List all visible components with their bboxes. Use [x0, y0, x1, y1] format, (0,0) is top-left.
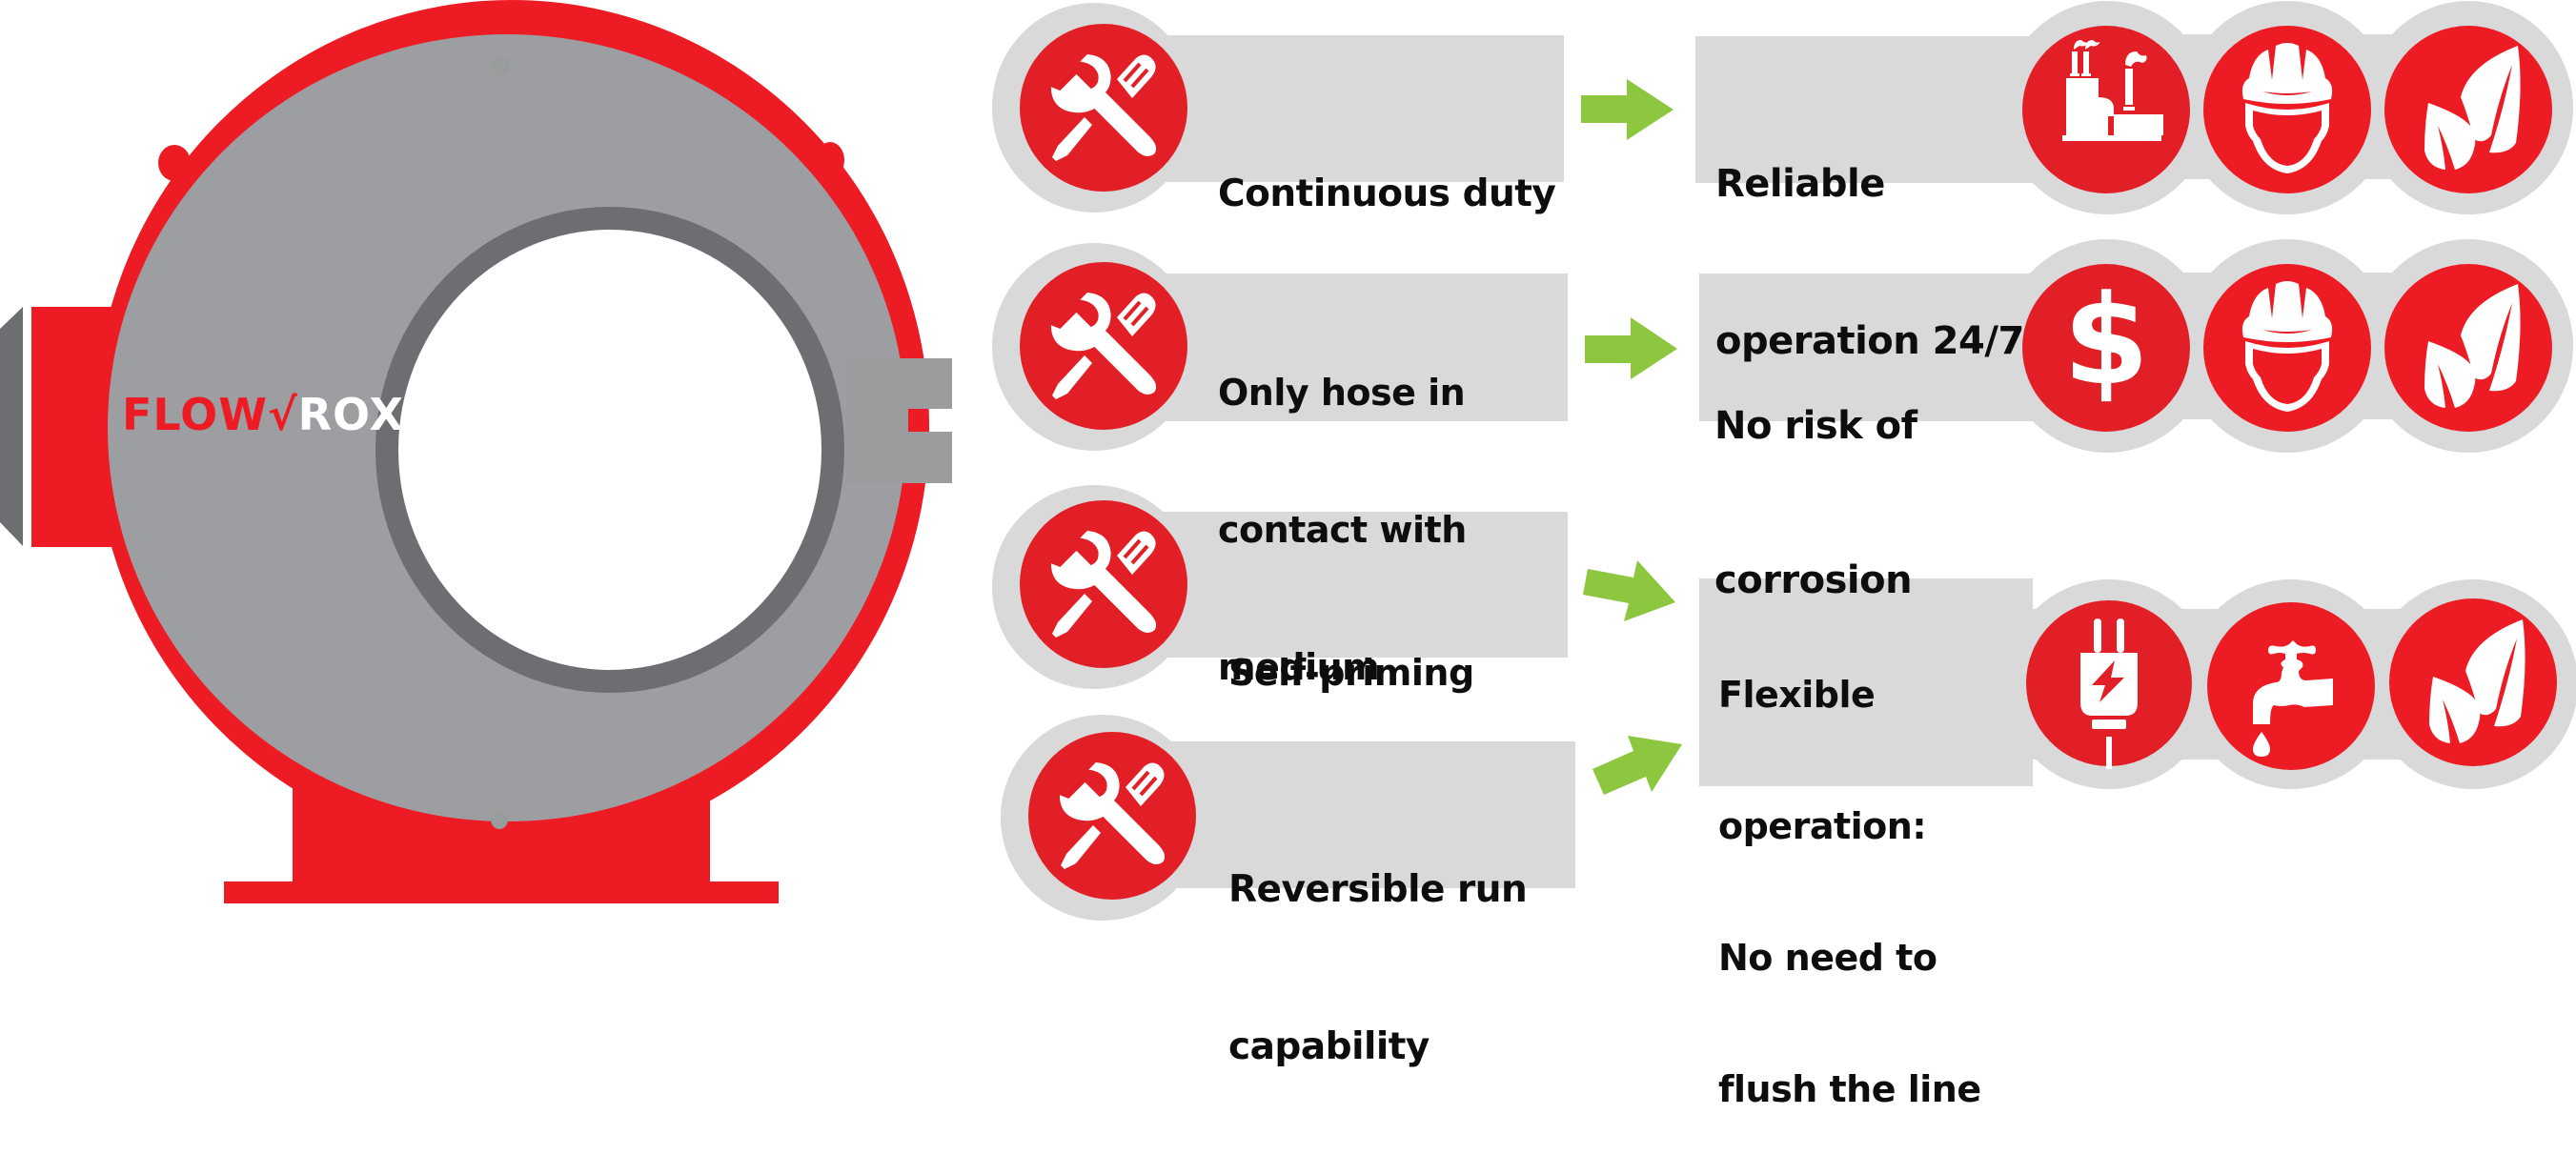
benefit-label-line: No need to: [1718, 937, 1937, 979]
benefit-label-line: Flexible: [1718, 674, 1876, 716]
feature-label-line: medium: [1218, 646, 1380, 688]
logo-part1: FLOW: [122, 389, 268, 440]
flowrox-logo: FLOW√ROX: [122, 389, 404, 440]
pump-foot: [224, 881, 779, 903]
benefit-label-line: operation 24/7: [1715, 319, 2024, 363]
benefit-label-no-corrosion: No risk of corrosion: [1714, 297, 1917, 658]
feature-label-line: Only hose in: [1218, 372, 1466, 414]
pump-flange-outer: [0, 307, 23, 546]
arrow-right-icon: [1581, 79, 1673, 140]
arrow-down-right-icon: [1583, 560, 1675, 621]
bolt-top: [493, 56, 510, 75]
pump-tab-lower: [846, 432, 952, 483]
benefit-no-corrosion: [1699, 239, 2573, 453]
logo-mark: √: [267, 389, 298, 440]
pump-tab-upper: [846, 358, 952, 409]
pump-tab-gap: [846, 409, 908, 432]
infographic-canvas: $: [0, 0, 2576, 921]
benefit-panel: [1699, 578, 2033, 786]
hose-pump-illustration: [0, 0, 952, 903]
pump-port-opening: [398, 230, 821, 670]
benefit-label-line: operation:: [1718, 805, 1927, 847]
benefit-panel: [1695, 36, 2038, 183]
arrow-right-icon: [1585, 317, 1677, 379]
benefit-label-line: flush the line: [1718, 1068, 1981, 1110]
benefit-flexible-operation: [1699, 578, 2576, 789]
feature-label-line: Self-priming: [1228, 652, 1474, 694]
benefit-label-flexible: Flexible operation: No need to flush the…: [1718, 585, 1981, 1155]
arrow-up-right-icon: [1592, 736, 1682, 795]
benefit-label-reliable: Reliable operation 24/7: [1715, 53, 2024, 420]
feature-label-line: Continuous duty: [1218, 172, 1556, 215]
feature-self-priming: [992, 485, 1568, 689]
feature-label-line: contact with: [1218, 509, 1467, 551]
feature-only-hose: [992, 243, 1568, 451]
dollar-icon: [2062, 268, 2150, 413]
feature-label-self-priming: Self-priming: [1228, 558, 1474, 741]
feature-continuous-duty: [992, 3, 1564, 213]
benefit-label-line: Reliable: [1715, 162, 1885, 206]
feature-label-only-hose: Only hose in contact with medium: [1218, 278, 1467, 736]
feature-reversible-run: [1001, 715, 1575, 921]
bolt-bottom: [491, 810, 508, 829]
feature-label-reversible-run: Reversible run capability: [1228, 759, 1528, 1125]
feature-label-line: capability: [1228, 1025, 1430, 1068]
feature-label-line: Reversible run: [1228, 868, 1528, 911]
benefit-panel: [1699, 274, 2038, 421]
benefit-label-line: corrosion: [1714, 558, 1913, 602]
benefit-label-line: No risk of: [1714, 404, 1917, 448]
logo-part2: ROX: [297, 389, 404, 440]
feature-label-continuous-duty: Continuous duty: [1218, 80, 1556, 263]
benefit-reliable-operation: [1695, 1, 2573, 214]
